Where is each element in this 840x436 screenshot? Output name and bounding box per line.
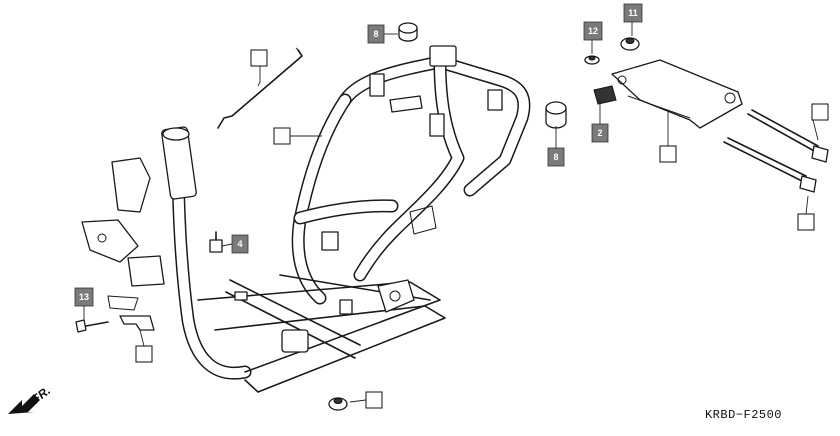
callout-label: 11 <box>628 8 638 18</box>
callout-wire <box>250 49 268 67</box>
callout-clamp <box>135 345 153 363</box>
nut-12 <box>584 55 600 65</box>
callout-8-top: 8 <box>367 24 385 44</box>
bushing-8-top <box>398 22 418 42</box>
wire-rod <box>217 47 303 129</box>
callout-label: 8 <box>553 152 558 162</box>
rear-bracket <box>611 59 743 129</box>
bushing-8-right <box>545 101 567 129</box>
callout-bolt-lower <box>797 213 815 231</box>
bolt-13 <box>75 319 109 333</box>
callout-bracket <box>659 145 677 163</box>
callout-11: 11 <box>623 3 643 23</box>
long-bolt-upper <box>747 109 829 163</box>
blank-callouts <box>135 49 829 409</box>
main-frame <box>81 45 531 393</box>
callout-4: 4 <box>231 234 249 254</box>
grommet-2 <box>593 85 617 105</box>
callout-label: 13 <box>79 292 89 302</box>
long-bolt-lower <box>723 137 817 193</box>
clamp <box>107 295 155 331</box>
callout-13: 13 <box>74 287 94 307</box>
bolt-4 <box>209 231 223 253</box>
nut-bottom <box>328 397 348 411</box>
diagram-code: KRBD−F2500 <box>704 408 782 422</box>
callout-bolt-upper <box>811 103 829 121</box>
callout-12: 12 <box>583 21 603 41</box>
callout-label: 12 <box>588 26 598 36</box>
front-arrow-icon <box>8 394 40 414</box>
callout-label: 8 <box>373 29 378 39</box>
callout-8-right: 8 <box>547 147 565 167</box>
callout-label: 2 <box>597 128 602 138</box>
callout-label: 4 <box>237 239 242 249</box>
callout-2: 2 <box>591 123 609 143</box>
callout-frame <box>273 127 291 145</box>
front-direction-indicator: FR. <box>8 383 53 414</box>
nut-11 <box>620 37 640 51</box>
leader-lines <box>83 22 819 403</box>
callout-nut-bottom <box>365 391 383 409</box>
